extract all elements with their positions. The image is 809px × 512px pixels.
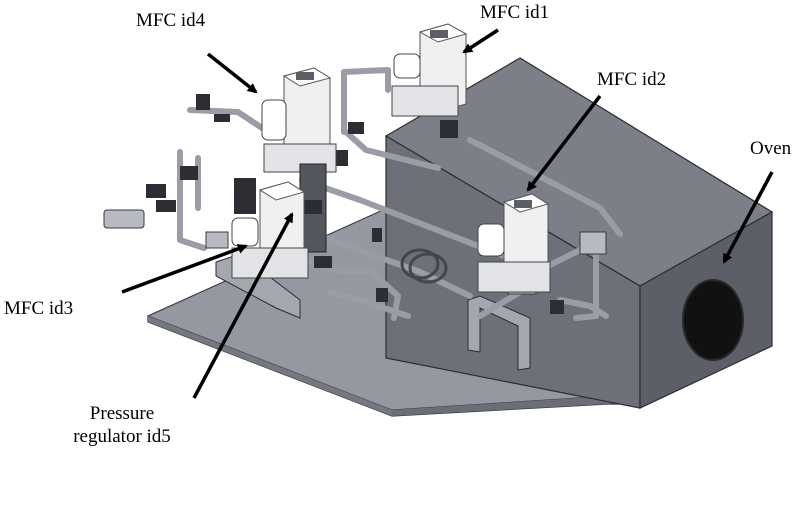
arrow-mfc-id3 (121, 244, 248, 294)
label-pressure-regulator-line2: regulator id5 (73, 426, 171, 447)
oven-box (384, 57, 774, 409)
mfc-id2-device (477, 193, 551, 293)
oven-port (682, 279, 744, 361)
mfc-id1-device (391, 23, 468, 117)
mfc-id4-device (261, 67, 337, 173)
label-oven: Oven (750, 138, 792, 159)
coil-tube (400, 248, 448, 284)
label-mfc-id4: MFC id4 (136, 10, 206, 31)
arrow-mfc-id4 (206, 52, 258, 94)
label-mfc-id3: MFC id3 (4, 298, 74, 319)
callout-arrows (121, 28, 774, 399)
arrow-oven (722, 171, 774, 264)
label-pressure-regulator-line1: Pressure (89, 403, 155, 424)
label-mfc-id1: MFC id1 (480, 2, 550, 23)
arrow-mfc-id2 (526, 94, 602, 192)
arrow-pressure-regulator-id5 (192, 212, 294, 399)
label-mfc-id2: MFC id2 (597, 69, 667, 90)
fittings-silver (103, 209, 607, 295)
arrow-mfc-id1 (462, 28, 499, 54)
